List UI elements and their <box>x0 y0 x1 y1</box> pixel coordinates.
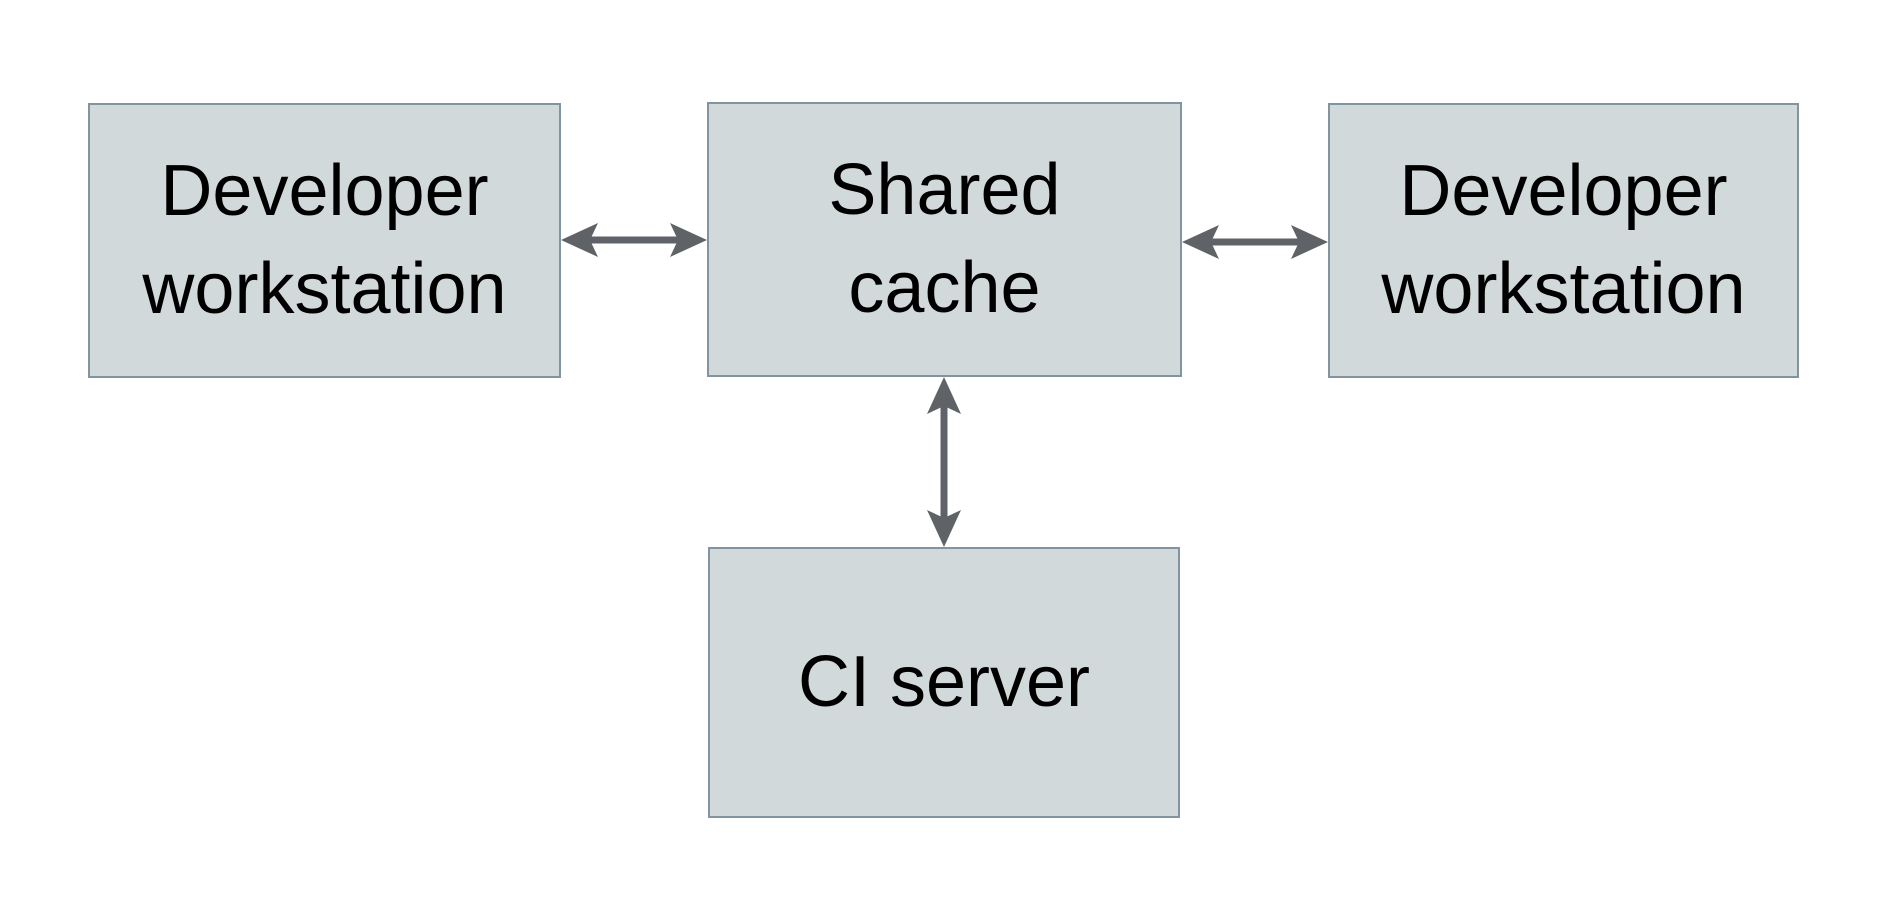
node-label-ci-server: CI server <box>797 641 1091 722</box>
node-label-developer-workstation-right: Developer workstation <box>1381 151 1746 329</box>
bidirectional-arrow-icon-cache-to-workstation-right <box>1182 225 1328 259</box>
node-developer-workstation-right: Developer workstation <box>1328 103 1799 378</box>
node-shared-cache: Shared cache <box>707 102 1182 377</box>
node-label-developer-workstation-left: Developer workstation <box>142 151 507 329</box>
bidirectional-arrow-icon-workstation-left-to-cache <box>561 223 707 257</box>
node-label-shared-cache: Shared cache <box>828 150 1061 328</box>
node-developer-workstation-left: Developer workstation <box>88 103 561 378</box>
node-ci-server: CI server <box>708 547 1180 818</box>
bidirectional-arrow-icon-cache-to-ci-server <box>927 377 961 547</box>
